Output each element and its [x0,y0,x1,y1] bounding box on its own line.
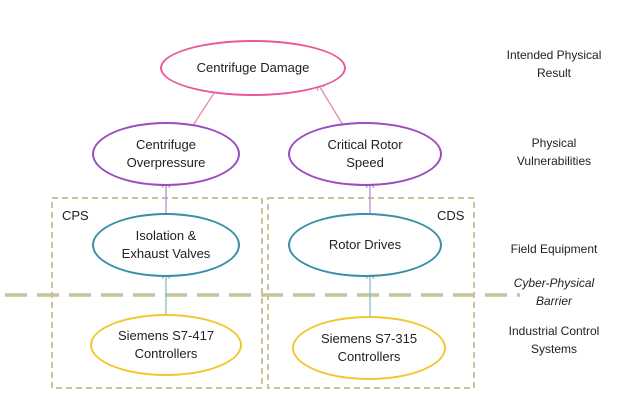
cps-label: CPS [62,208,89,223]
level-cyber-physical-barrier: Cyber-Physical Barrier [513,276,595,308]
node-rotor-drives: Rotor Drives [288,213,442,277]
node-siemens-s7-417: Siemens S7-417 Controllers [90,314,242,376]
arrow-rotor-speed-to-damage [318,84,347,131]
node-centrifuge-overpressure: Centrifuge Overpressure [92,122,240,186]
level-intended-physical-result: Intended Physical Result [506,48,602,80]
level-physical-vulnerabilities: Physical Vulnerabilities [516,136,592,168]
node-centrifuge-damage: Centrifuge Damage [160,40,346,96]
level-industrial-control-systems: Industrial Control Systems [508,324,600,356]
node-critical-rotor-speed: Critical Rotor Speed [288,122,442,186]
level-field-equipment: Field Equipment [510,242,598,256]
node-isolation-exhaust-valves: Isolation & Exhaust Valves [92,213,240,277]
cps-group-box [51,197,263,389]
cds-group-box [267,197,475,389]
node-siemens-s7-315: Siemens S7-315 Controllers [292,316,446,380]
cds-label: CDS [437,208,465,223]
